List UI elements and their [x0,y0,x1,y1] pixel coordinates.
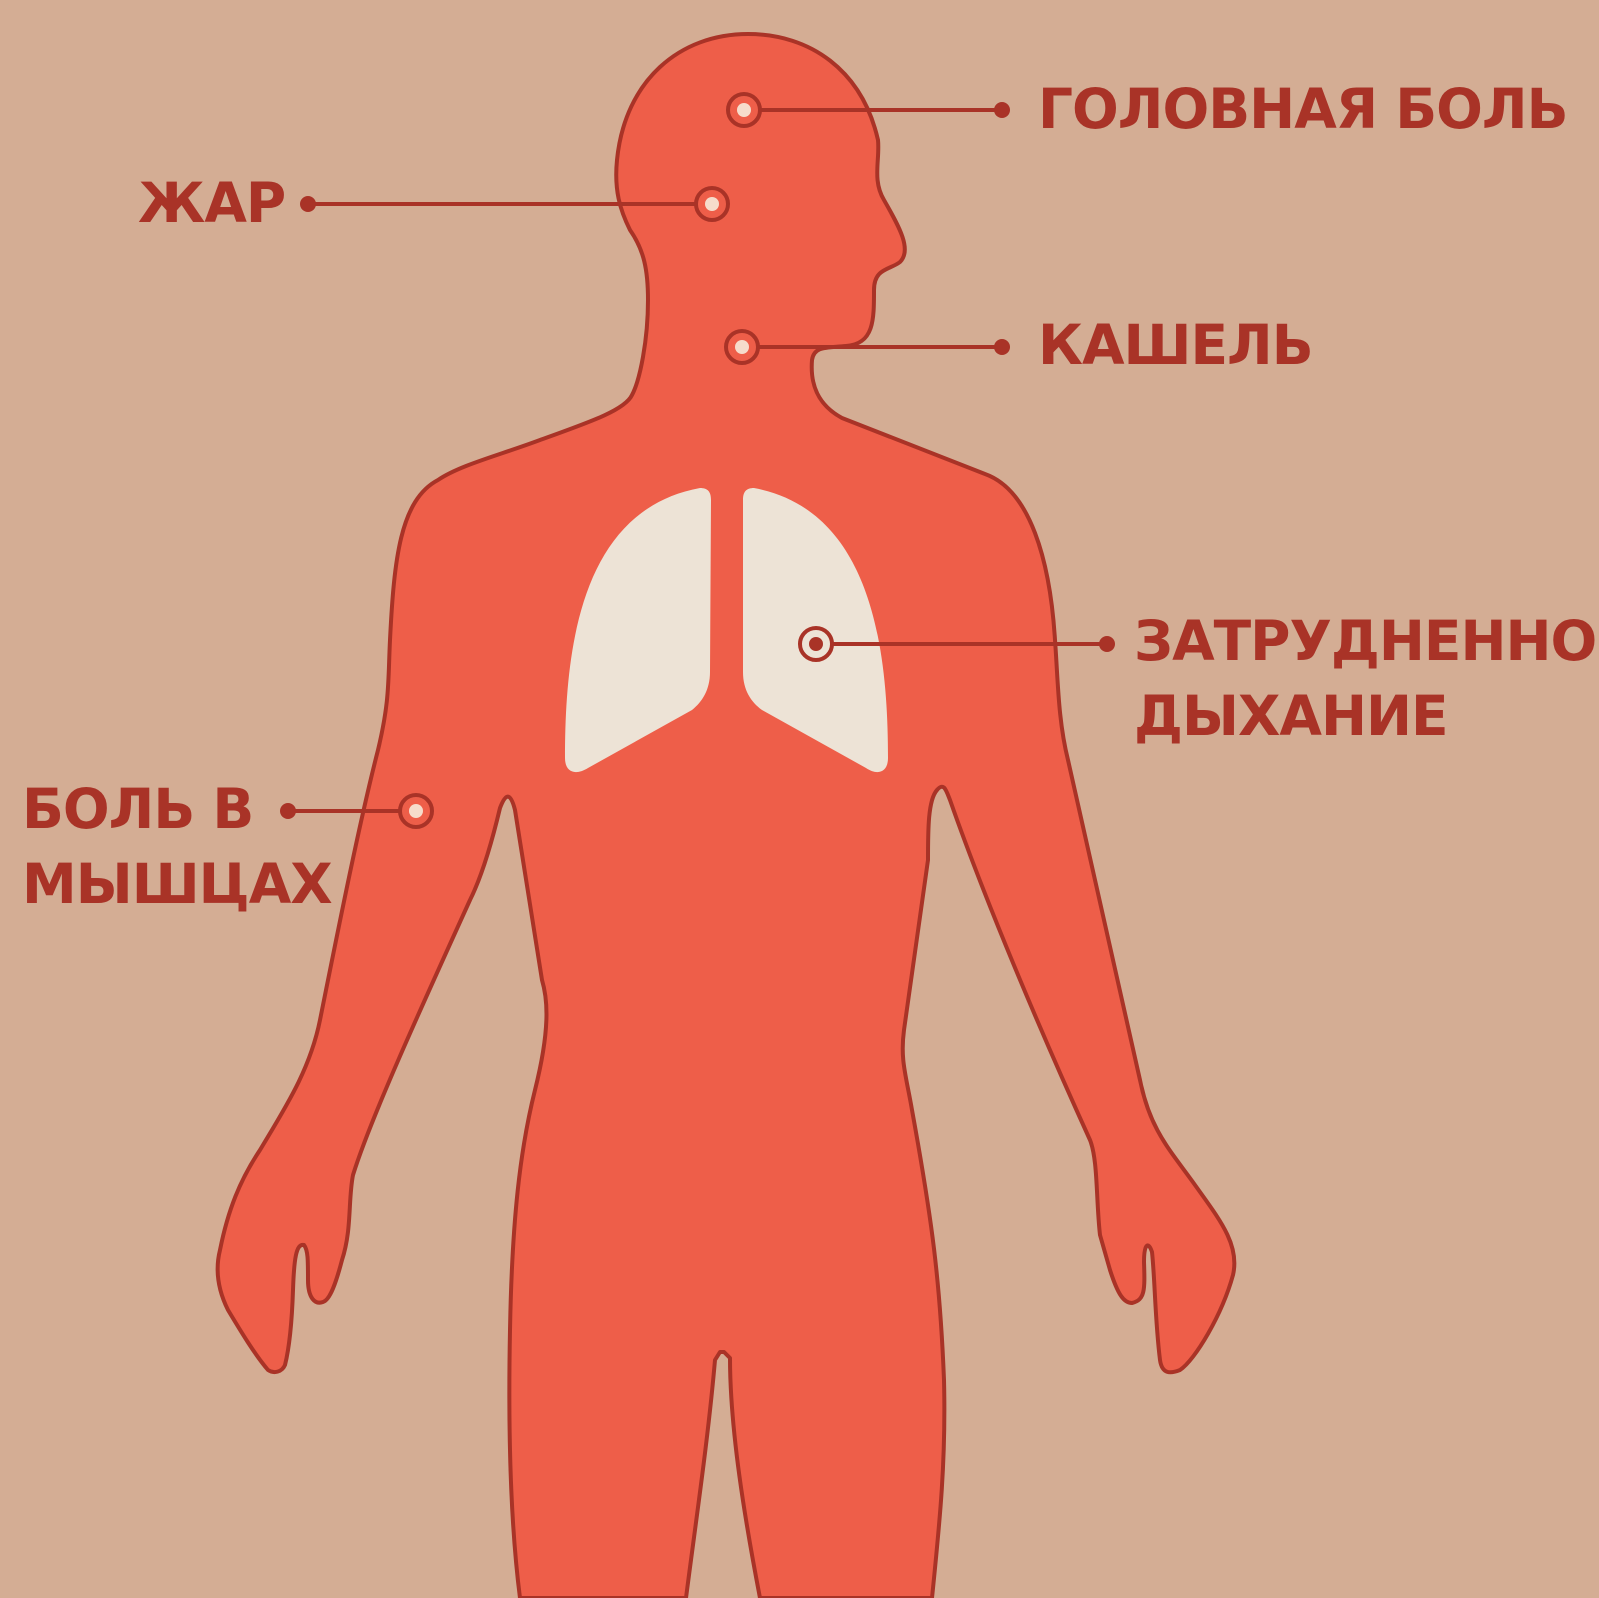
fever-label: ЖАР [138,166,285,241]
muscle-label-line1: БОЛЬ В [22,772,332,847]
cough-label: КАШЕЛЬ [1038,308,1313,383]
cough-end-dot-icon [994,339,1010,355]
muscle-label-line2: МЫШЦАХ [22,847,332,922]
breathing-label: ЗАТРУДНЕННОЕ ДЫХАНИЕ [1134,604,1599,754]
muscle-marker-icon [400,795,432,827]
breathing-end-dot-icon [1099,636,1115,652]
muscle-label: БОЛЬ В МЫШЦАХ [22,772,332,922]
headache-marker-icon [728,94,760,126]
human-body-silhouette [218,34,1235,1598]
headache-label: ГОЛОВНАЯ БОЛЬ [1038,72,1568,147]
cough-marker-icon [726,331,758,363]
fever-end-dot-icon [300,196,316,212]
breathing-label-line1: ЗАТРУДНЕННОЕ [1134,604,1599,679]
breathing-marker-icon [800,628,832,660]
headache-end-dot-icon [994,102,1010,118]
fever-marker-icon [696,188,728,220]
breathing-label-line2: ДЫХАНИЕ [1134,679,1599,754]
